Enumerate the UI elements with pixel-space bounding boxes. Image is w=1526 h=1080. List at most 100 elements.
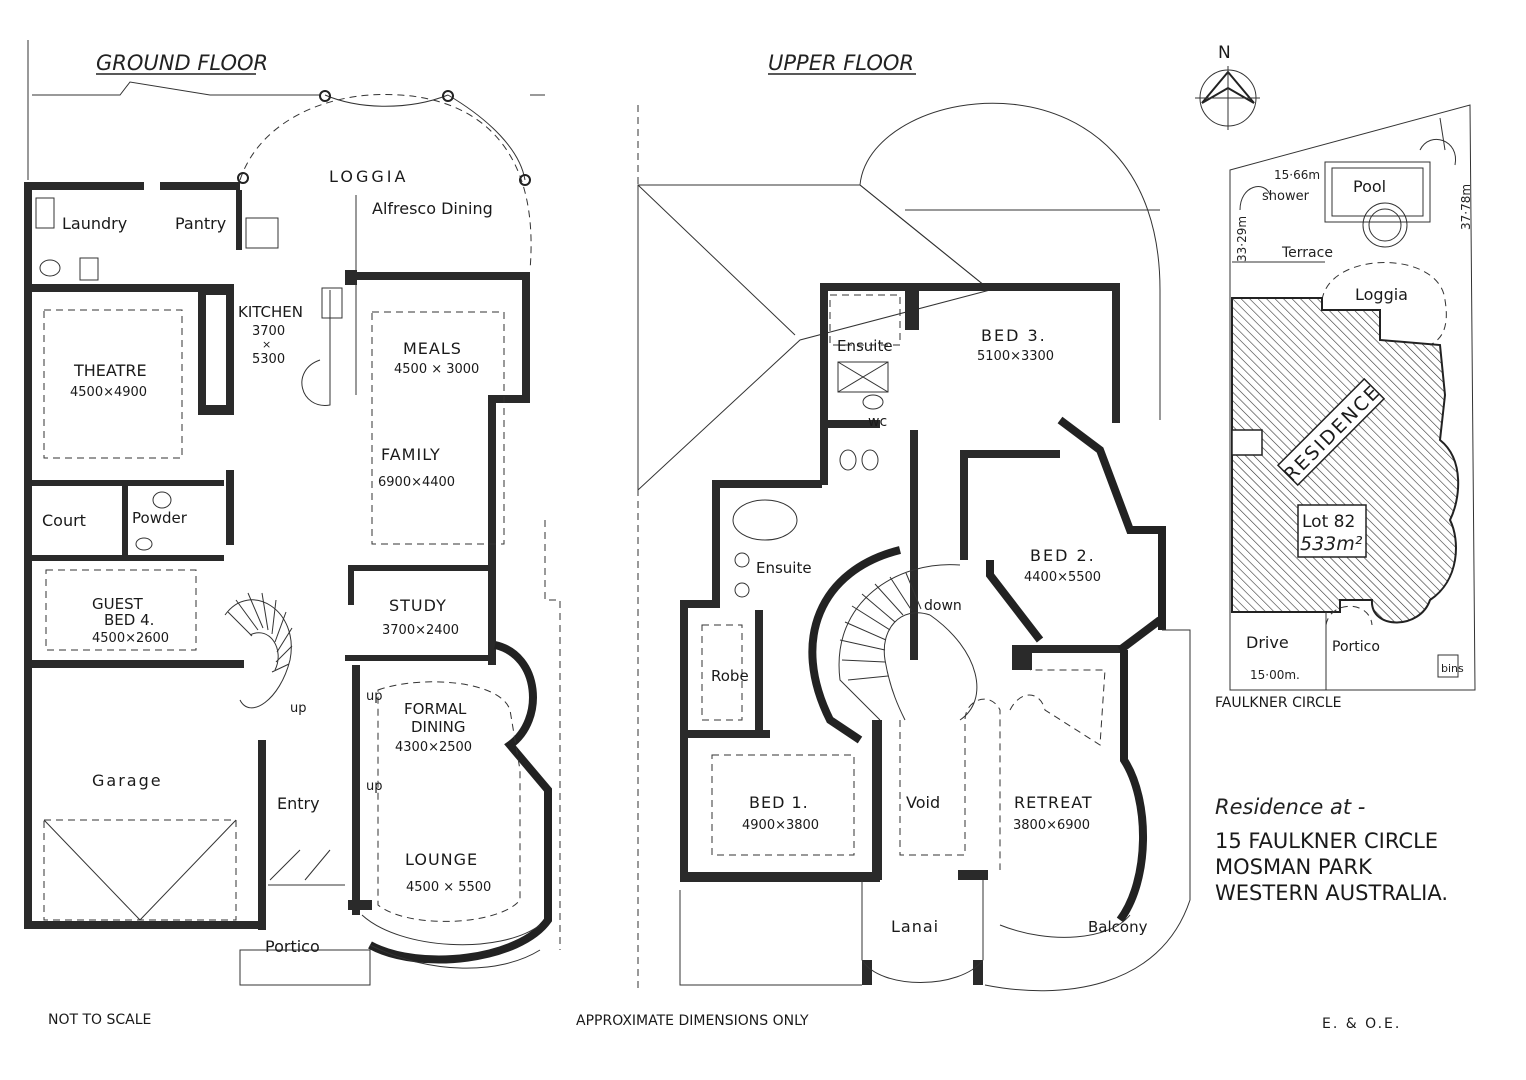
wall — [24, 555, 224, 561]
cooktop — [245, 217, 279, 249]
column — [345, 270, 357, 285]
roof-hip — [859, 184, 991, 291]
path-line — [544, 520, 561, 950]
wall — [198, 285, 234, 295]
wall — [862, 960, 872, 985]
left-depth-label: 33·29m — [1235, 216, 1249, 262]
kitchen-island — [301, 290, 331, 406]
balcony-label: Balcony — [1088, 918, 1148, 936]
wall — [820, 420, 828, 485]
shower-label: shower — [1262, 189, 1310, 204]
bed3-dim: 5100×3300 — [977, 349, 1054, 364]
wall — [1012, 645, 1122, 653]
lot-area: 533m² — [1300, 533, 1363, 555]
wall — [24, 921, 264, 929]
roof-hip — [637, 184, 796, 336]
pool-label: Pool — [1353, 177, 1386, 196]
ground-floor-heading: GROUND FLOOR — [96, 51, 268, 75]
boundary-fence — [32, 81, 320, 96]
lounge-outline — [377, 681, 521, 922]
wall — [1057, 416, 1166, 630]
theatre-label: THEATRE — [73, 361, 147, 380]
formal-label: FORMAL — [404, 700, 467, 718]
basin — [734, 552, 750, 568]
lounge-label: LOUNGE — [405, 850, 478, 869]
residence-label-box — [1276, 377, 1386, 487]
void-outline — [899, 698, 1001, 870]
lanai-label: Lanai — [891, 917, 939, 936]
wall — [680, 600, 720, 608]
north-label: N — [1218, 43, 1231, 63]
wall — [910, 430, 918, 660]
spa-outline — [1362, 202, 1408, 248]
garage-door-outline — [43, 819, 237, 921]
bins-label: bins — [1441, 662, 1464, 675]
wall — [348, 565, 354, 605]
wall — [350, 565, 490, 571]
bed2-label: BED 2. — [1030, 546, 1096, 565]
pantry-label: Pantry — [175, 214, 226, 233]
lounge-terrace — [369, 944, 541, 969]
laundry-appliance — [79, 257, 99, 281]
wall — [345, 272, 530, 280]
garden-arc — [1419, 138, 1456, 166]
street-label: FAULKNER CIRCLE — [1215, 695, 1341, 711]
retreat-dim: 3800×6900 — [1013, 818, 1090, 833]
bed1-label: BED 1. — [749, 793, 809, 812]
terrace-label: Terrace — [1281, 245, 1333, 261]
stair-wall — [808, 546, 901, 744]
theatre-outline — [43, 309, 183, 459]
guest-dim: 4500×2600 — [92, 631, 169, 646]
wall — [820, 283, 1120, 291]
wall — [345, 655, 495, 661]
bed3-label: BED 3. — [981, 326, 1047, 345]
void-label: Void — [906, 793, 940, 812]
dining-label: DINING — [411, 718, 465, 736]
eoe-note: E. & O.E. — [1322, 1016, 1401, 1032]
wall — [198, 405, 234, 415]
drive-label: Drive — [1246, 633, 1289, 652]
spa-inner — [1368, 208, 1402, 242]
shower-cross — [837, 361, 889, 393]
study-label: STUDY — [389, 596, 447, 615]
ground-floor-plan: GROUND FLOOR — [24, 40, 561, 986]
wall — [226, 470, 234, 545]
wall — [755, 610, 763, 730]
wall — [122, 480, 128, 555]
basin — [839, 449, 857, 471]
bathtub — [732, 499, 798, 541]
upper-floor-plan: UPPER FLOOR — [637, 51, 1191, 992]
wall — [960, 450, 968, 560]
shower-arc — [1239, 186, 1271, 211]
lanai-outline — [679, 890, 862, 986]
theatre-dim: 4500×4900 — [70, 385, 147, 400]
alfresco-label: Alfresco Dining — [372, 199, 493, 218]
loggia-column — [442, 90, 454, 102]
wall — [198, 285, 206, 415]
guest-bed-outline — [45, 569, 197, 651]
kitchen-width: 3700 — [252, 324, 285, 339]
roof-plane — [637, 184, 992, 492]
powder-basin — [152, 491, 172, 509]
family-dim: 6900×4400 — [378, 475, 455, 490]
ground-staircase — [224, 599, 292, 709]
wall — [680, 730, 770, 738]
ensuite-label: Ensuite — [837, 337, 893, 355]
bed1-outline — [711, 754, 855, 856]
loggia-label: LOGGIA — [329, 167, 408, 186]
up-label: up — [366, 689, 383, 704]
site-loggia-label: Loggia — [1355, 285, 1408, 304]
wall — [973, 960, 983, 985]
wall — [905, 290, 919, 330]
basin — [734, 582, 750, 598]
wall — [820, 283, 828, 428]
portico-outline — [239, 949, 371, 986]
wall — [680, 872, 880, 882]
wall — [986, 560, 1044, 643]
lot-label-box — [1297, 504, 1367, 558]
wall — [24, 182, 32, 927]
lot-boundary — [1229, 104, 1476, 691]
stair-outer — [838, 564, 961, 721]
approximate-dimensions-note: APPROXIMATE DIMENSIONS ONLY — [576, 1013, 809, 1029]
guest-label: GUEST — [92, 595, 144, 613]
